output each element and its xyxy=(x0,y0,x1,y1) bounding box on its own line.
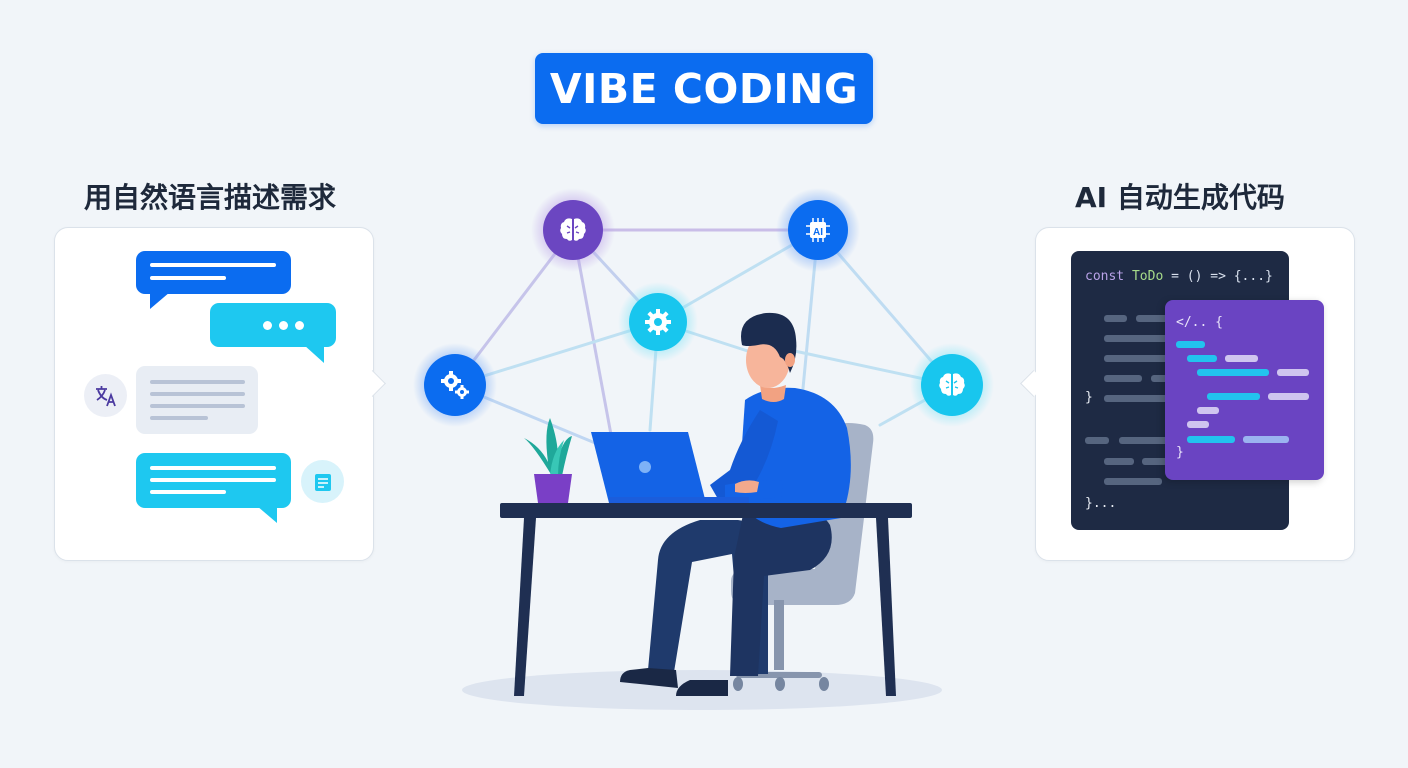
left-panel-heading: 用自然语言描述需求 xyxy=(84,181,337,214)
document-icon xyxy=(301,460,344,503)
developer-person xyxy=(620,312,851,696)
laptop-logo xyxy=(639,461,651,473)
code-close-brace: } xyxy=(1085,390,1093,405)
brain-icon xyxy=(543,200,603,260)
potted-plant xyxy=(524,418,572,503)
node-ai-chip: AI xyxy=(786,198,850,262)
bubble-tail xyxy=(150,292,170,309)
ai-chip-icon: AI xyxy=(788,200,848,260)
svg-text:AI: AI xyxy=(813,227,823,238)
node-brain-purple xyxy=(541,198,605,262)
code-first-line: const ToDo = () => {...} xyxy=(1085,269,1273,284)
code-end-line: }... xyxy=(1085,496,1117,511)
gear-icon xyxy=(629,293,687,351)
chat-bubble-user-2 xyxy=(136,453,291,508)
page-title: VIBE CODING xyxy=(549,64,859,113)
typing-dot xyxy=(263,321,272,330)
chat-bubble-translated xyxy=(136,366,258,434)
translate-icon xyxy=(84,374,127,417)
gears-icon xyxy=(424,354,486,416)
chat-bubble-user-1 xyxy=(136,251,291,294)
code-snippet-purple: </.. { } xyxy=(1165,300,1324,480)
brain-icon xyxy=(921,354,983,416)
title-badge: VIBE CODING xyxy=(535,53,873,124)
desk xyxy=(500,503,912,696)
node-gears-left xyxy=(423,353,487,417)
node-gear-center xyxy=(627,291,689,353)
code-snippet-first-line: </.. { xyxy=(1176,315,1223,330)
bubble-tail xyxy=(304,345,324,363)
bubble-tail xyxy=(257,506,277,523)
typing-dot xyxy=(295,321,304,330)
chat-bubble-typing xyxy=(210,303,336,347)
typing-dot xyxy=(279,321,288,330)
network-connections xyxy=(453,228,954,447)
code-snippet-close-brace: } xyxy=(1176,445,1184,460)
node-brain-cyan xyxy=(920,353,984,417)
laptop xyxy=(591,432,749,503)
right-panel-heading: AI 自动生成代码 xyxy=(1075,181,1285,214)
